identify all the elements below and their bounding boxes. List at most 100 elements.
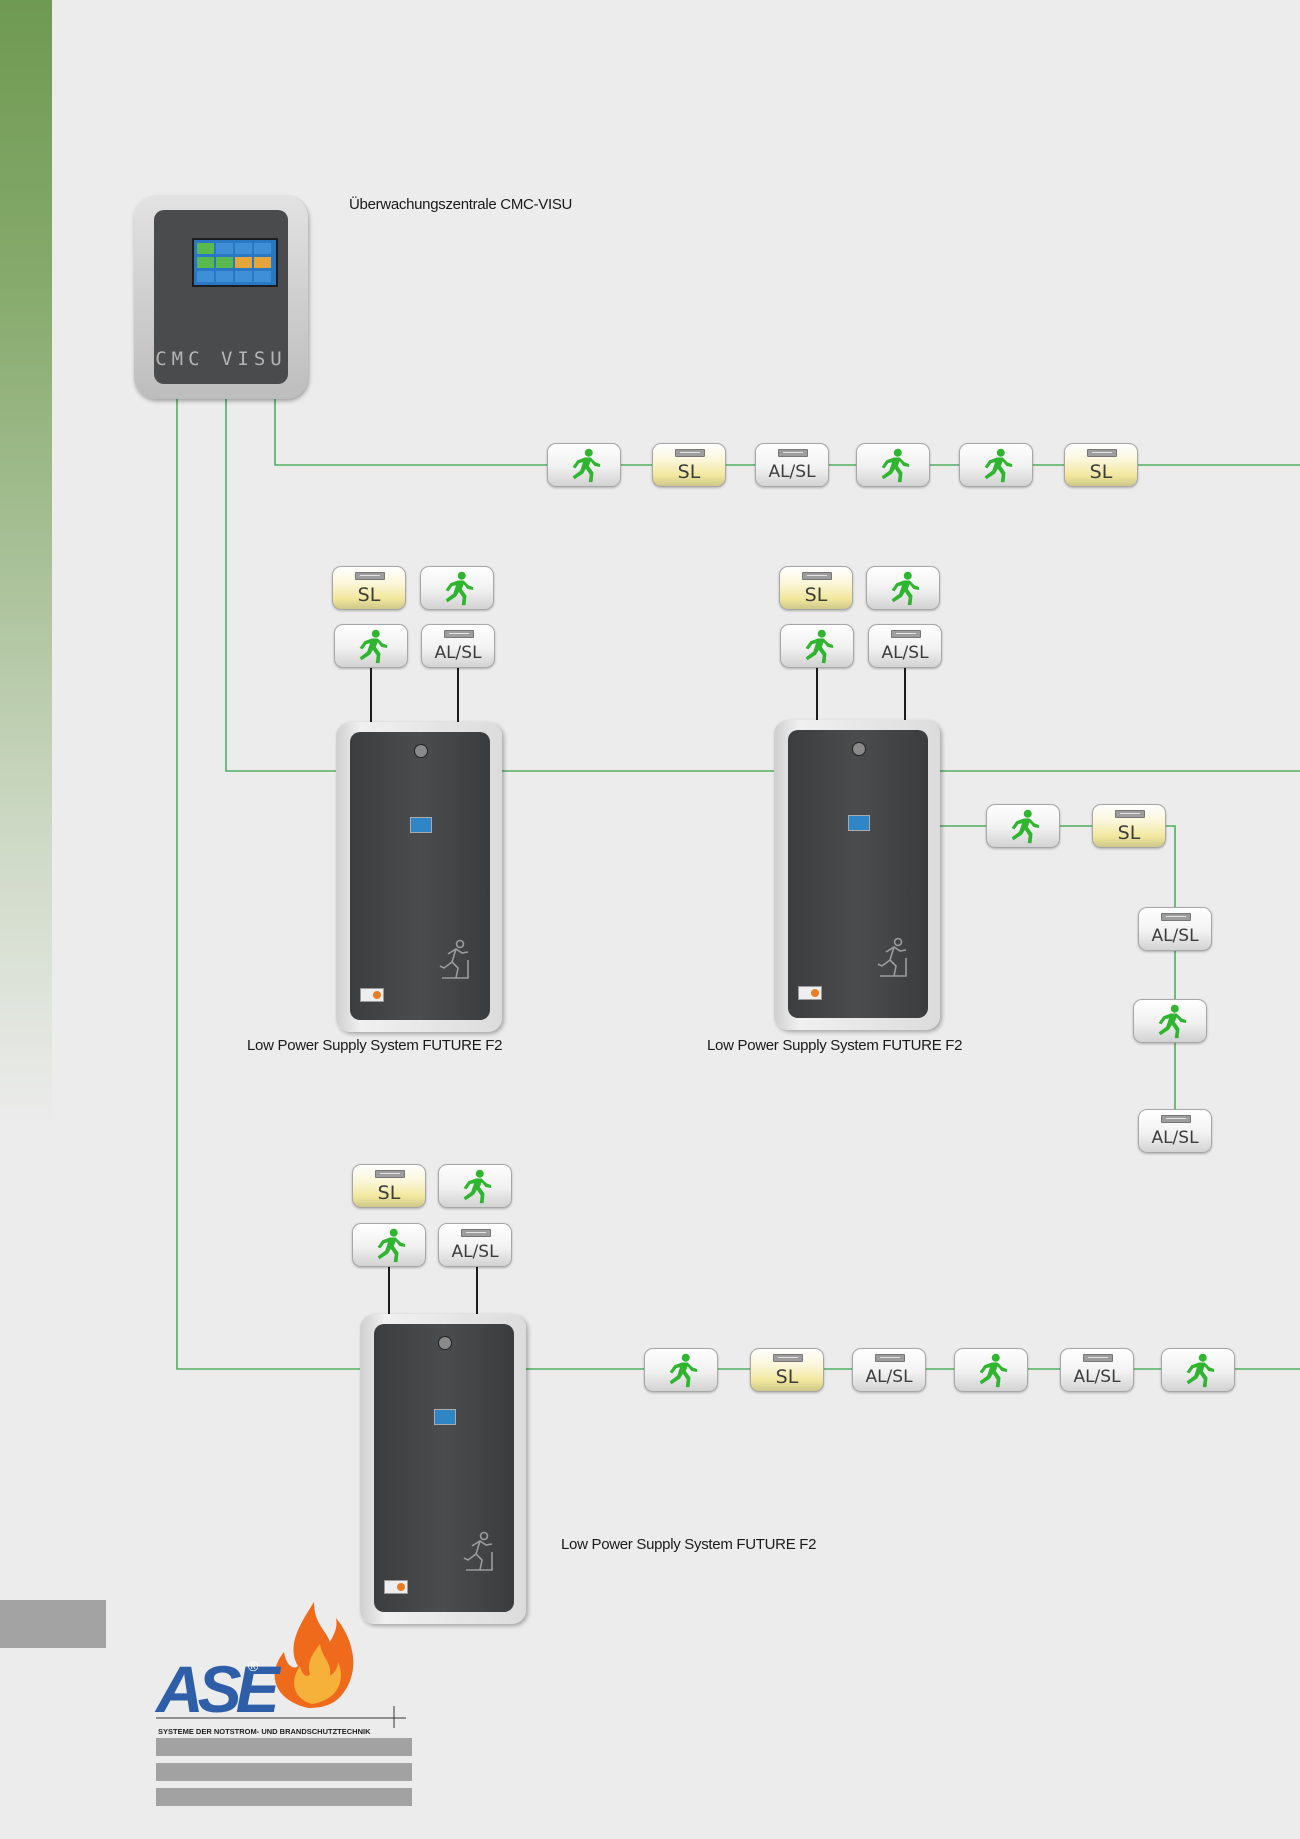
luminaire-icon bbox=[355, 572, 385, 580]
luminaire-icon bbox=[773, 1354, 803, 1362]
luminaire-type-label: SL bbox=[804, 584, 828, 606]
running-man-outline-icon bbox=[877, 937, 907, 977]
luminaire-type-label: SL bbox=[357, 584, 381, 606]
cabinet-logo-plate bbox=[384, 1580, 408, 1594]
running-man-icon bbox=[445, 571, 474, 606]
visu-front-panel: CMC VISU bbox=[154, 210, 288, 384]
logo-tagline: SYSTEME DER NOTSTROM- UND BRANDSCHUTZTEC… bbox=[158, 1727, 371, 1736]
visu-touchscreen bbox=[192, 238, 278, 287]
running-man-outline-icon bbox=[439, 939, 469, 979]
exit-sign-tile bbox=[352, 1223, 426, 1267]
luminaire-type-label: AL/SL bbox=[451, 1242, 499, 1262]
future-f2-cabinet-bottom bbox=[360, 1314, 526, 1624]
exit-sign-tile bbox=[954, 1348, 1028, 1392]
luminaire-icon bbox=[802, 572, 832, 580]
sl-luminaire-tile: SL bbox=[750, 1348, 824, 1392]
wire-visu-middle bbox=[225, 392, 1300, 772]
cmc-visu-station: CMC VISU bbox=[134, 196, 308, 399]
cabinet-lock-icon bbox=[852, 742, 866, 756]
footer-bar-2 bbox=[156, 1763, 412, 1781]
exit-sign-tile bbox=[1161, 1348, 1235, 1392]
luminaire-icon bbox=[1161, 1115, 1191, 1123]
cabinet-lock-icon bbox=[414, 744, 428, 758]
luminaire-type-label: SL bbox=[377, 1182, 401, 1204]
alsl-luminaire-tile: AL/SL bbox=[1060, 1348, 1134, 1392]
luminaire-icon bbox=[1083, 1354, 1113, 1362]
luminaire-icon bbox=[1161, 913, 1191, 921]
alsl-luminaire-tile: AL/SL bbox=[438, 1223, 512, 1267]
exit-sign-tile bbox=[644, 1348, 718, 1392]
sl-luminaire-tile: SL bbox=[352, 1164, 426, 1208]
cabinet-display-icon bbox=[434, 1409, 456, 1425]
luminaire-icon bbox=[461, 1229, 491, 1237]
sl-luminaire-tile: SL bbox=[332, 566, 406, 610]
visu-brand-label: CMC VISU bbox=[155, 348, 287, 370]
luminaire-type-label: AL/SL bbox=[881, 643, 929, 663]
alsl-luminaire-tile: AL/SL bbox=[755, 443, 829, 487]
caption-cmc-visu: Überwachungszentrale CMC-VISU bbox=[349, 196, 573, 213]
running-man-icon bbox=[463, 1169, 492, 1204]
future-f2-cabinet-left bbox=[336, 722, 502, 1032]
luminaire-type-label: SL bbox=[1117, 822, 1141, 844]
luminaire-type-label: AL/SL bbox=[1151, 926, 1199, 946]
running-man-icon bbox=[891, 571, 920, 606]
running-man-icon bbox=[359, 629, 388, 664]
running-man-icon bbox=[805, 629, 834, 664]
luminaire-icon bbox=[875, 1354, 905, 1362]
luminaire-type-label: AL/SL bbox=[1073, 1367, 1121, 1387]
cabinet-door bbox=[374, 1324, 514, 1612]
running-man-icon bbox=[377, 1228, 406, 1263]
luminaire-icon bbox=[444, 630, 474, 638]
exit-sign-tile bbox=[856, 443, 930, 487]
future-f2-cabinet-middle bbox=[774, 720, 940, 1030]
sl-luminaire-tile: SL bbox=[652, 443, 726, 487]
footer-bar-1 bbox=[156, 1738, 412, 1756]
footer-bar-3 bbox=[156, 1788, 412, 1806]
running-man-icon bbox=[1158, 1004, 1187, 1039]
flame-icon bbox=[274, 1602, 354, 1708]
exit-sign-tile bbox=[334, 624, 408, 668]
luminaire-icon bbox=[891, 630, 921, 638]
running-man-icon bbox=[572, 448, 601, 483]
ase-logo: ASE ® SYSTEME DER NOTSTROM- UND BRANDSCH… bbox=[156, 1600, 406, 1740]
exit-sign-tile bbox=[1133, 999, 1207, 1043]
alsl-luminaire-tile: AL/SL bbox=[868, 624, 942, 668]
exit-sign-tile bbox=[420, 566, 494, 610]
exit-sign-tile bbox=[547, 443, 621, 487]
caption-f2-middle: Low Power Supply System FUTURE F2 bbox=[707, 1037, 963, 1054]
running-man-icon bbox=[979, 1353, 1008, 1388]
alsl-luminaire-tile: AL/SL bbox=[1138, 907, 1212, 951]
luminaire-type-label: AL/SL bbox=[768, 462, 816, 482]
luminaire-type-label: AL/SL bbox=[1151, 1128, 1199, 1148]
alsl-luminaire-tile: AL/SL bbox=[852, 1348, 926, 1392]
luminaire-type-label: SL bbox=[677, 461, 701, 483]
page-tab bbox=[0, 1600, 106, 1648]
exit-sign-tile bbox=[866, 566, 940, 610]
running-man-outline-icon bbox=[463, 1531, 493, 1571]
luminaire-type-label: AL/SL bbox=[434, 643, 482, 663]
logo-wordmark: ASE bbox=[156, 1652, 280, 1726]
sl-luminaire-tile: SL bbox=[1092, 804, 1166, 848]
running-man-icon bbox=[984, 448, 1013, 483]
wire-visu-top bbox=[274, 392, 1300, 466]
cabinet-door bbox=[350, 732, 490, 1020]
exit-sign-tile bbox=[780, 624, 854, 668]
cabinet-logo-plate bbox=[798, 986, 822, 1000]
cabinet-logo-plate bbox=[360, 988, 384, 1002]
luminaire-icon bbox=[778, 449, 808, 457]
luminaire-icon bbox=[375, 1170, 405, 1178]
running-man-icon bbox=[669, 1353, 698, 1388]
running-man-icon bbox=[1186, 1353, 1215, 1388]
exit-sign-tile bbox=[986, 804, 1060, 848]
luminaire-icon bbox=[675, 449, 705, 457]
cabinet-display-icon bbox=[410, 817, 432, 833]
sl-luminaire-tile: SL bbox=[1064, 443, 1138, 487]
alsl-luminaire-tile: AL/SL bbox=[421, 624, 495, 668]
running-man-icon bbox=[1011, 809, 1040, 844]
cabinet-lock-icon bbox=[438, 1336, 452, 1350]
exit-sign-tile bbox=[438, 1164, 512, 1208]
luminaire-type-label: SL bbox=[775, 1366, 799, 1388]
alsl-luminaire-tile: AL/SL bbox=[1138, 1109, 1212, 1153]
